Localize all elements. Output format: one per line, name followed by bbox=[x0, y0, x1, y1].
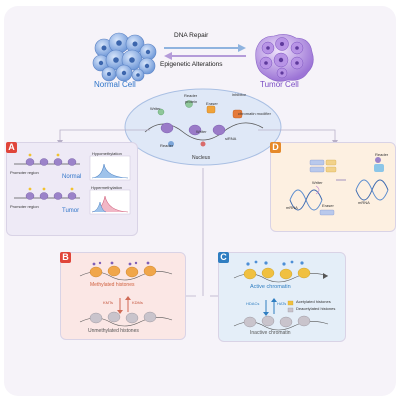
double-arrow-icon bbox=[164, 44, 246, 60]
panel-d-mrna-1-label: mRNA bbox=[286, 205, 298, 210]
hypermethylation-label: Hypermethylation bbox=[91, 185, 123, 190]
panel-b-graphic bbox=[79, 261, 173, 327]
unmethylated-histones-label: Unmethylated histones bbox=[88, 328, 139, 334]
eraser-label: Eraser bbox=[206, 101, 218, 106]
panel-d-reader-label: Reader bbox=[375, 152, 389, 157]
panel-c-letter: C bbox=[218, 252, 229, 263]
nucleus-ellipse bbox=[124, 88, 282, 166]
panel-a-letter: A bbox=[6, 142, 17, 153]
panel-d-writer-label: Writer bbox=[312, 180, 323, 185]
inactive-chromatin-label: Inactive chromatin bbox=[250, 330, 291, 336]
hdacs-label: HDACs bbox=[246, 301, 260, 306]
panel-b-letter: B bbox=[60, 252, 71, 263]
hypomethylation-label: Hypomethylation bbox=[92, 151, 122, 156]
hats-label: HATs bbox=[277, 301, 287, 306]
normal-label: Normal bbox=[62, 174, 82, 180]
writer-small-label: Writer bbox=[196, 129, 207, 134]
promoter-region-1-label: Promoter region bbox=[10, 170, 39, 175]
panel-d-eraser-label: Eraser bbox=[322, 203, 334, 208]
nucleus-label: Nucleus bbox=[192, 155, 211, 161]
methylated-histones-label: Methylated histones bbox=[90, 282, 135, 288]
nucleus-tiny-label-1: inhibitor bbox=[232, 92, 247, 97]
reader-bottom-label: Reader bbox=[160, 143, 174, 148]
tumor-label: Tumor bbox=[62, 208, 80, 214]
panel-d bbox=[270, 142, 396, 232]
deacetylated-histones-label: Deacetylated histones bbox=[296, 306, 336, 311]
nucleus-tiny-label-3: siRNA bbox=[225, 136, 237, 141]
dna-repair-label: DNA Repair bbox=[174, 32, 209, 39]
epigenetic-alterations-label: Epigenetic Alterations bbox=[160, 61, 223, 68]
panel-a-graphic bbox=[14, 153, 131, 215]
kdms-label: KDMs bbox=[132, 300, 143, 305]
active-chromatin-label: Active chromatin bbox=[250, 284, 291, 290]
reader-top-label: Reader bbox=[184, 93, 198, 98]
panel-d-letter: D bbox=[270, 142, 281, 153]
chromatin-modifier-label: chromatin modifier bbox=[238, 111, 271, 116]
tumor-cell-label: Tumor Cell bbox=[260, 80, 299, 89]
normal-cell-label: Normal Cell bbox=[94, 80, 136, 89]
panel-c bbox=[218, 252, 346, 342]
nucleus-tiny-label-2: protein bbox=[185, 99, 198, 104]
normal-cell-cluster bbox=[92, 32, 157, 82]
panel-b bbox=[60, 252, 186, 340]
acetylated-histones-label: Acetylated histones bbox=[296, 299, 331, 304]
panel-d-graphic bbox=[289, 157, 389, 216]
promoter-region-2-label: Promoter region bbox=[10, 204, 39, 209]
panel-d-mrna-2-label: mRNA bbox=[358, 200, 370, 205]
writer-label: Writer bbox=[150, 106, 161, 111]
panel-c-graphic bbox=[233, 260, 329, 331]
tumor-cell-cluster bbox=[255, 34, 314, 82]
kmts-label: KMTs bbox=[103, 300, 113, 305]
